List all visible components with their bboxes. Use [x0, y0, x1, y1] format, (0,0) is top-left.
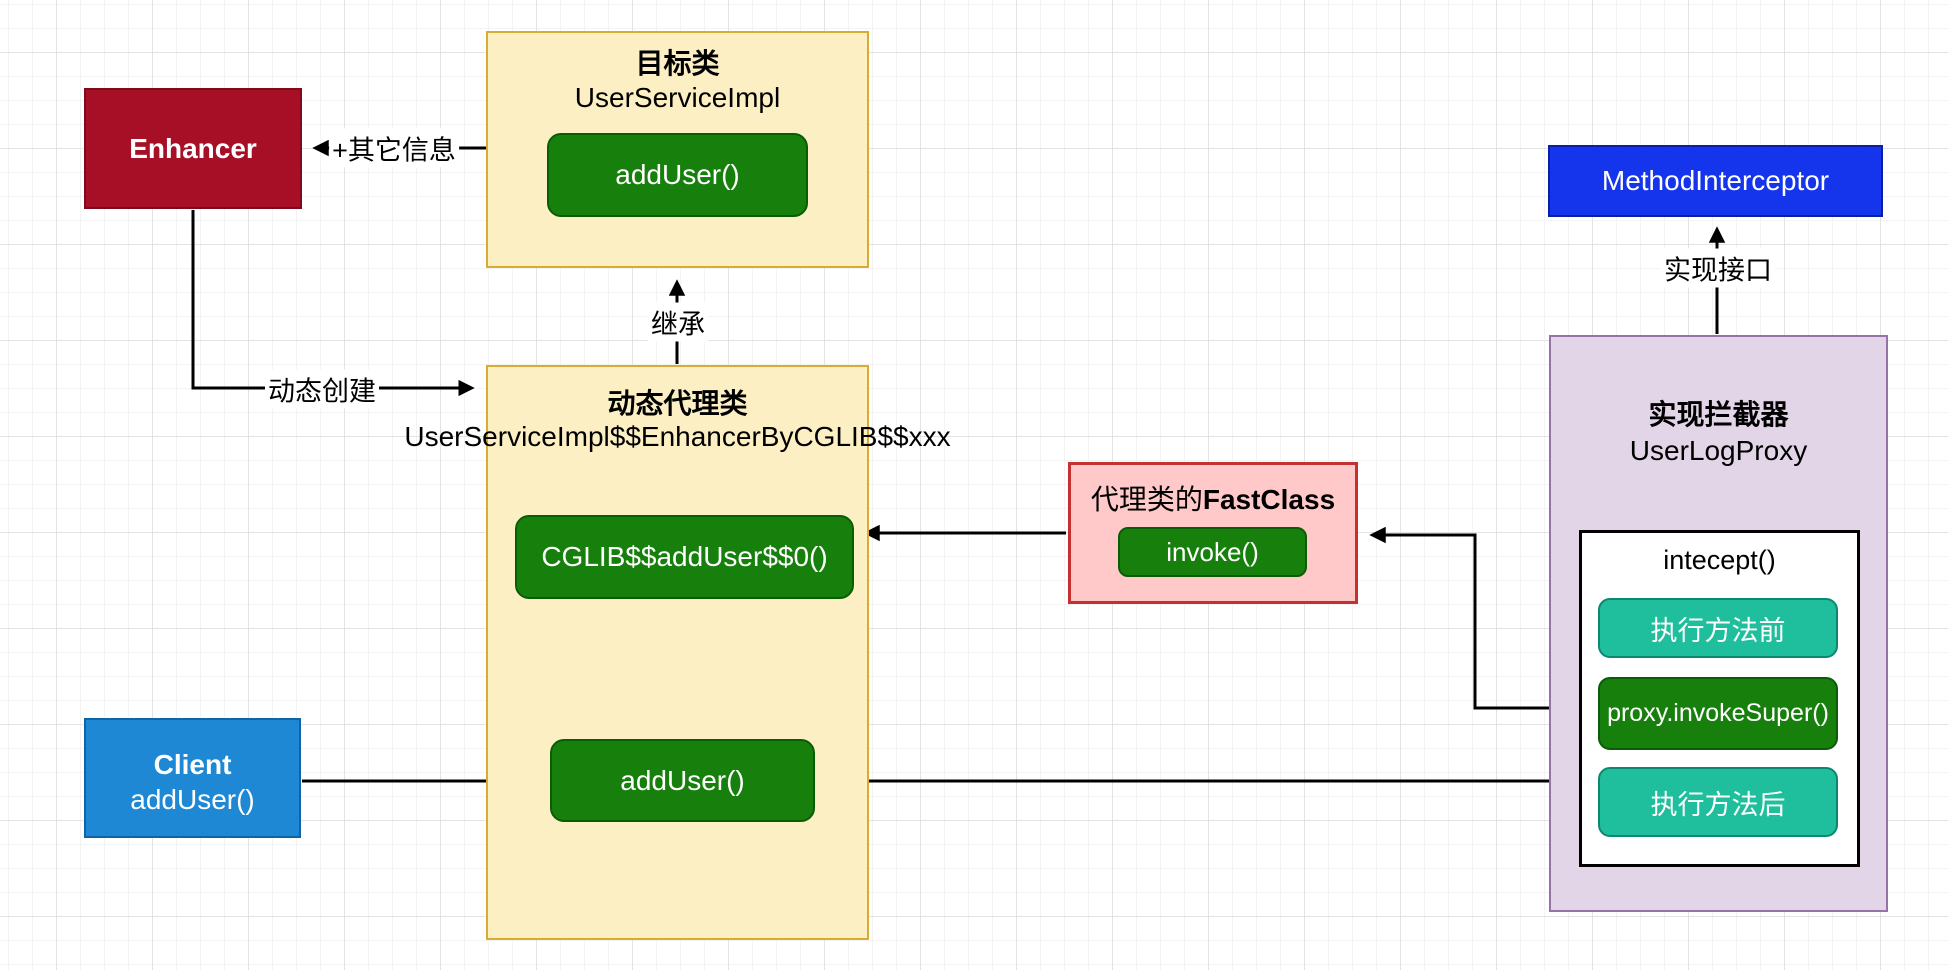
- interceptor-header: 实现拦截器 UserLogProxy: [1551, 397, 1886, 469]
- enhancer-node[interactable]: Enhancer: [84, 88, 302, 209]
- edge-dynamic-create: [191, 210, 475, 397]
- proxy-cglib-label: CGLIB$$addUser$$0(): [541, 541, 828, 572]
- target-adduser-label: addUser(): [615, 159, 740, 190]
- intercept-method-title: intecept(): [1663, 545, 1776, 575]
- fastclass-title-prefix: 代理类的: [1090, 484, 1203, 515]
- proxy-adduser-label: addUser(): [620, 764, 745, 796]
- method-interceptor-node[interactable]: MethodInterceptor: [1548, 145, 1883, 217]
- fastclass-title: 代理类的FastClass: [1071, 478, 1355, 518]
- proxy-adduser-method[interactable]: addUser(): [550, 739, 815, 822]
- edge-label-implement-interface: 实现接口: [1661, 248, 1775, 288]
- fastclass-invoke-method[interactable]: invoke(): [1118, 527, 1307, 577]
- interceptor-node[interactable]: 实现拦截器 UserLogProxy intecept() 执行方法前 prox…: [1549, 335, 1888, 912]
- interceptor-subtitle: UserLogProxy: [1629, 435, 1808, 466]
- client-title: Client: [153, 749, 232, 780]
- before-step-label: 执行方法前: [1650, 615, 1786, 646]
- method-interceptor-label: MethodInterceptor: [1601, 165, 1830, 196]
- before-step[interactable]: 执行方法前: [1598, 598, 1838, 658]
- after-step[interactable]: 执行方法后: [1598, 767, 1838, 837]
- target-class-header: 目标类 UserServiceImpl: [575, 47, 780, 115]
- enhancer-label: Enhancer: [129, 132, 257, 164]
- edge-label-other-info: +其它信息: [329, 128, 459, 168]
- proxy-class-title: 动态代理类: [607, 388, 748, 419]
- edge-label-inherit: 继承: [648, 302, 708, 342]
- fastclass-title-emphasis: FastClass: [1202, 484, 1336, 515]
- proxy-class-subtitle: UserServiceImpl$$EnhancerByCGLIB$$xxx: [404, 421, 951, 452]
- edge-label-dynamic-create: 动态创建: [265, 369, 379, 409]
- fastclass-node[interactable]: 代理类的FastClass invoke(): [1068, 462, 1358, 604]
- target-class-node[interactable]: 目标类 UserServiceImpl addUser(): [486, 31, 869, 268]
- proxy-class-node[interactable]: 动态代理类 UserServiceImpl$$EnhancerByCGLIB$$…: [404, 365, 951, 940]
- intercept-method-box[interactable]: intecept() 执行方法前 proxy.invokeSuper() 执行方…: [1579, 530, 1860, 867]
- invoke-super-label: proxy.invokeSuper(): [1607, 699, 1829, 727]
- invoke-super-step[interactable]: proxy.invokeSuper(): [1598, 677, 1838, 750]
- client-subtitle: addUser(): [130, 784, 255, 815]
- fastclass-invoke-label: invoke(): [1166, 536, 1259, 567]
- target-class-title: 目标类: [635, 48, 720, 79]
- client-node[interactable]: Client addUser(): [84, 718, 301, 838]
- proxy-cglib-method[interactable]: CGLIB$$addUser$$0(): [515, 515, 854, 599]
- proxy-class-header: 动态代理类 UserServiceImpl$$EnhancerByCGLIB$$…: [404, 387, 950, 453]
- target-class-subtitle: UserServiceImpl: [574, 82, 781, 113]
- interceptor-title: 实现拦截器: [1648, 399, 1789, 430]
- target-adduser-method[interactable]: addUser(): [547, 133, 808, 217]
- after-step-label: 执行方法后: [1650, 789, 1786, 820]
